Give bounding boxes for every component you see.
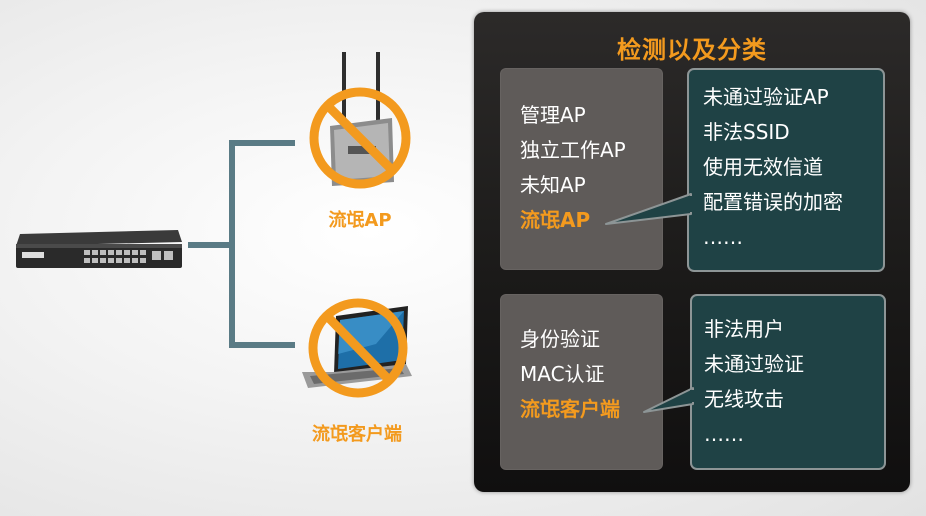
ap-classification-box: 管理AP 独立工作AP 未知AP 流氓AP — [500, 68, 663, 270]
ap-class-standalone: 独立工作AP — [520, 138, 626, 162]
ap-reason-item: 配置错误的加密 — [703, 190, 843, 214]
rogue-ap-label: 流氓AP — [328, 210, 392, 231]
client-reason-item: 无线攻击 — [704, 387, 784, 411]
wire-main — [188, 242, 232, 248]
ap-reasons-callout: 未通过验证AP 非法SSID 使用无效信道 配置错误的加密 …… — [687, 68, 885, 272]
ap-reason-item: 非法SSID — [703, 120, 790, 144]
ap-class-managed: 管理AP — [520, 103, 586, 127]
ap-class-rogue: 流氓AP — [520, 208, 591, 232]
ap-class-unknown: 未知AP — [520, 173, 586, 197]
ap-reason-item: …… — [703, 225, 743, 249]
rogue-client-device — [296, 294, 418, 404]
client-class-rogue: 流氓客户端 — [520, 397, 620, 421]
wire-bottom — [229, 342, 295, 348]
client-reason-item: 非法用户 — [704, 317, 784, 341]
client-classification-box: 身份验证 MAC认证 流氓客户端 — [500, 294, 663, 470]
wire-top — [229, 140, 295, 146]
client-class-mac: MAC认证 — [520, 362, 605, 386]
ap-reason-item: 未通过验证AP — [703, 85, 829, 109]
ap-reason-item: 使用无效信道 — [703, 155, 823, 179]
rogue-ap-device — [304, 48, 416, 196]
client-callout-pointer — [643, 387, 694, 413]
client-reason-item: 未通过验证 — [704, 352, 804, 376]
rogue-client-label: 流氓客户端 — [312, 424, 402, 445]
detection-panel: 检测以及分类 管理AP 独立工作AP 未知AP 流氓AP 未通过验证AP 非法S… — [474, 12, 910, 492]
client-class-auth: 身份验证 — [520, 327, 600, 351]
ap-callout-pointer — [605, 193, 692, 225]
client-reason-item: …… — [704, 422, 744, 446]
panel-title: 检测以及分类 — [617, 36, 767, 64]
network-switch — [14, 224, 184, 270]
wire-vertical — [229, 140, 235, 348]
client-reasons-callout: 非法用户 未通过验证 无线攻击 …… — [690, 294, 886, 470]
